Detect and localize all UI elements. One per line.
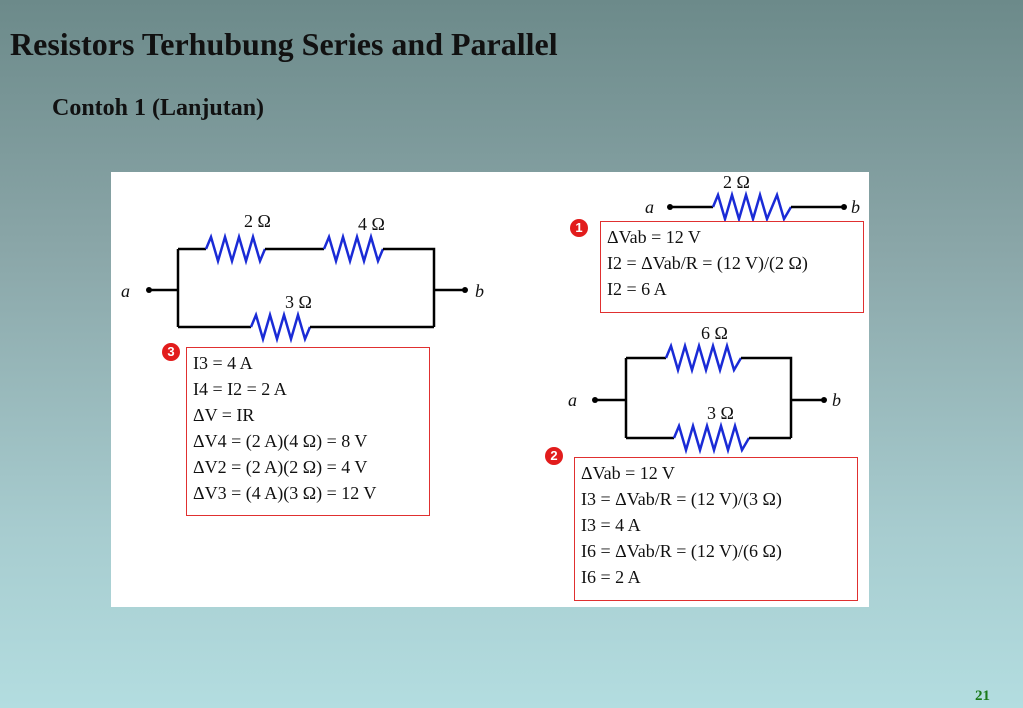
top-right-node-a-label: a <box>645 197 654 217</box>
left-wire-top-end <box>383 247 436 327</box>
calc-box-2: ΔVab = 12 V I3 = ΔVab/R = (12 V)/(3 Ω) I… <box>574 457 858 601</box>
mid-right-terminal-b <box>821 397 827 403</box>
diagram-panel: a b 2 Ω 4 Ω 3 Ω a b 2 Ω a b 6 Ω 3 Ω 1 ΔV… <box>111 172 869 607</box>
step-2-badge: 2 <box>545 447 563 465</box>
resistor-2ohm-left <box>204 232 267 266</box>
calc-box-3-line-6: ΔV3 = (4 A)(3 Ω) = 12 V <box>193 483 377 504</box>
calc-box-2-line-4: I6 = ΔVab/R = (12 V)/(6 Ω) <box>581 541 782 562</box>
top-right-r-label: 2 Ω <box>723 172 750 192</box>
left-terminal-a <box>146 287 152 293</box>
left-r-top-1-label: 2 Ω <box>244 211 271 231</box>
resistor-6ohm-right <box>664 341 743 375</box>
mid-right-r-bottom-label: 3 Ω <box>707 403 734 423</box>
calc-box-1-line-3: I2 = 6 A <box>607 279 667 300</box>
slide-subtitle: Contoh 1 (Lanjutan) <box>52 95 265 121</box>
slide-title: Resistors Terhubung Series and Parallel <box>10 26 558 62</box>
mid-right-node-a-label: a <box>568 390 577 410</box>
calc-box-1: ΔVab = 12 V I2 = ΔVab/R = (12 V)/(2 Ω) I… <box>600 221 864 313</box>
calc-box-3: I3 = 4 A I4 = I2 = 2 A ΔV = IR ΔV4 = (2 … <box>186 347 430 516</box>
top-right-terminal-a <box>667 204 673 210</box>
resistor-4ohm-left <box>322 232 385 266</box>
calc-box-1-line-1: ΔVab = 12 V <box>607 227 701 247</box>
top-right-terminal-b <box>841 204 847 210</box>
calc-box-3-line-1: I3 = 4 A <box>193 353 253 373</box>
left-circuit <box>151 232 463 344</box>
calc-box-2-line-5: I6 = 2 A <box>581 567 641 588</box>
left-node-b-label: b <box>475 281 484 301</box>
mid-right-circuit <box>596 341 823 455</box>
calc-box-1-line-2: I2 = ΔVab/R = (12 V)/(2 Ω) <box>607 253 808 274</box>
mid-right-node-b-label: b <box>832 390 841 410</box>
resistor-3ohm-right <box>672 421 751 455</box>
top-right-node-b-label: b <box>851 197 860 217</box>
calc-box-3-line-4: ΔV4 = (2 A)(4 Ω) = 8 V <box>193 431 368 452</box>
step-1-badge: 1 <box>570 219 588 237</box>
top-right-circuit <box>672 190 842 224</box>
mid-right-wire-top-end <box>741 356 793 438</box>
calc-box-3-line-2: I4 = I2 = 2 A <box>193 379 287 400</box>
left-terminal-b <box>462 287 468 293</box>
calc-box-3-line-5: ΔV2 = (2 A)(2 Ω) = 4 V <box>193 457 368 478</box>
calc-box-3-line-3: ΔV = IR <box>193 405 255 426</box>
mid-right-terminal-a <box>592 397 598 403</box>
calc-box-2-line-2: I3 = ΔVab/R = (12 V)/(3 Ω) <box>581 489 782 510</box>
circuit-diagrams: a b 2 Ω 4 Ω 3 Ω a b 2 Ω a b 6 Ω 3 Ω <box>121 172 860 455</box>
resistor-2ohm-top-right <box>711 190 793 224</box>
page-number: 21 <box>975 688 990 704</box>
left-node-a-label: a <box>121 281 130 301</box>
mid-right-r-top-label: 6 Ω <box>701 323 728 343</box>
calc-box-2-line-3: I3 = 4 A <box>581 515 641 536</box>
resistor-3ohm-left <box>249 310 312 344</box>
calc-box-2-line-1: ΔVab = 12 V <box>581 463 675 483</box>
step-3-badge: 3 <box>162 343 180 361</box>
left-r-bottom-label: 3 Ω <box>285 292 312 312</box>
left-r-top-2-label: 4 Ω <box>358 214 385 234</box>
